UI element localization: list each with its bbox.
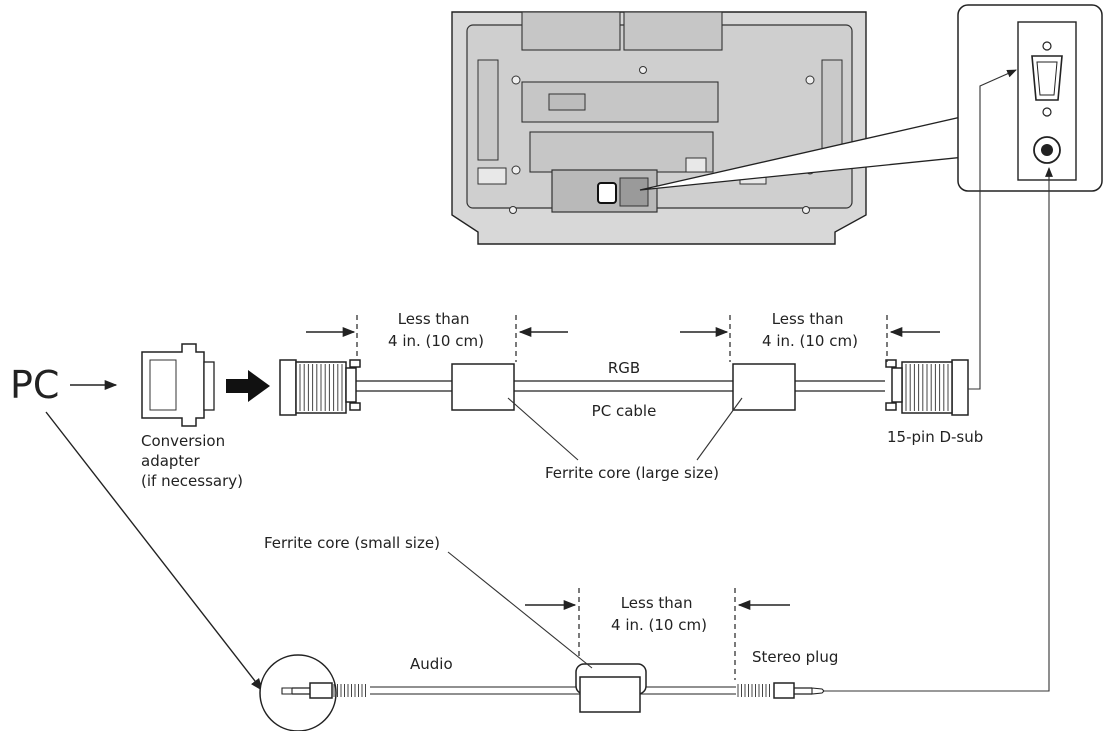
pc-input-dsub-port-icon	[1031, 41, 1063, 117]
terminal-zoom-box	[957, 4, 1103, 192]
audio-plug-left	[281, 682, 366, 699]
ferrite-core-large-right	[732, 363, 796, 411]
ferrite-core-large-left	[451, 363, 515, 411]
audio-cable	[370, 686, 736, 695]
stereo-plug-label: Stereo plug	[752, 648, 838, 666]
ferrite-core-small	[575, 663, 647, 713]
conversion-adapter	[141, 343, 215, 427]
rgb-pc-cable	[350, 380, 885, 392]
distance-label-bottom: Less than 4 in. (10 cm)	[611, 594, 707, 634]
connect-arrow-icon	[226, 370, 270, 402]
rgb-label: RGB	[608, 359, 640, 377]
pc-label: PC	[10, 363, 59, 407]
tv-rear-panel	[451, 11, 867, 245]
conversion-adapter-label: Conversion adapter (if necessary)	[141, 432, 243, 490]
audio-label: Audio	[410, 655, 453, 673]
pc-audio-jack-circle	[259, 654, 337, 731]
dsub-plug-left	[279, 359, 361, 416]
ferrite-large-label: Ferrite core (large size)	[545, 464, 719, 482]
stereo-plug	[737, 682, 825, 699]
audio-input-jack-icon	[1033, 136, 1061, 164]
dsub-plug-right	[885, 359, 969, 416]
pc-cable-label: PC cable	[592, 402, 657, 420]
distance-label-right: Less than 4 in. (10 cm)	[762, 310, 858, 350]
dsub-label: 15-pin D-sub	[887, 428, 983, 446]
distance-label-left: Less than 4 in. (10 cm)	[388, 310, 484, 350]
ferrite-small-label: Ferrite core (small size)	[264, 534, 440, 552]
